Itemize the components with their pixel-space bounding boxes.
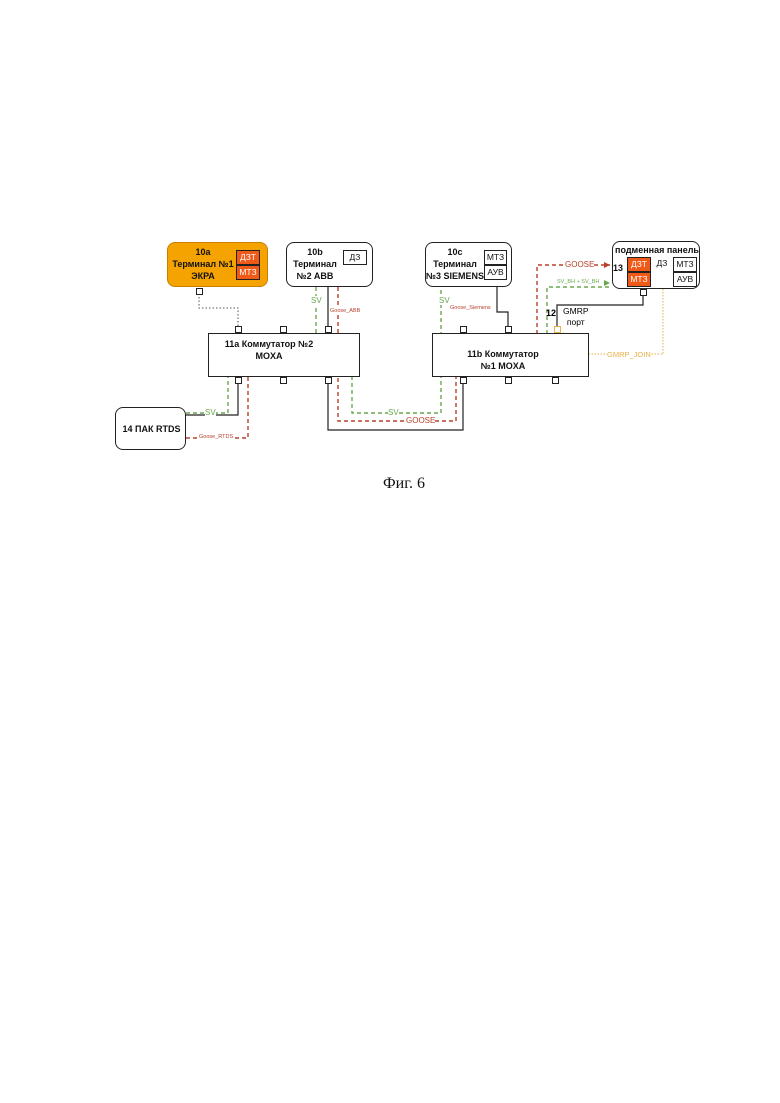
panel-cell-auv: АУВ bbox=[673, 272, 697, 287]
terminal-10a-func-dzt: ДЗТ bbox=[236, 250, 260, 265]
sv-label-trunk: SV bbox=[388, 408, 399, 417]
switch-11a-port-top-2 bbox=[280, 326, 287, 333]
switch-11b-port-bottom-2 bbox=[505, 377, 512, 384]
link-terminal-a-switch-a bbox=[199, 297, 238, 326]
figure-caption: Фиг. 6 bbox=[383, 475, 425, 493]
switch-11b-port-top-2 bbox=[505, 326, 512, 333]
terminal-10c[interactable]: 10c Терминал №3 SIEMENS МТЗ АУВ bbox=[425, 242, 512, 287]
switch-11b-line1: 11b Коммутатор bbox=[453, 348, 553, 360]
goose-label-panel: GOOSE bbox=[565, 260, 594, 269]
panel-cell-dz: ДЗ bbox=[651, 257, 673, 272]
link-terminal-c-switch-b bbox=[497, 287, 508, 326]
switch-11b-port-bottom-3 bbox=[552, 377, 559, 384]
terminal-10a-line1: Терминал №1 bbox=[172, 258, 234, 270]
terminal-10c-func-auv: АУВ bbox=[484, 265, 507, 280]
gmrp-join-label: GMRP_JOIN bbox=[607, 350, 651, 359]
terminal-10a[interactable]: 10a Терминал №1 ЭКРА ДЗТ МТЗ bbox=[167, 242, 268, 287]
panel-cell-empty bbox=[651, 272, 673, 287]
switch-11b[interactable]: 11b Коммутатор №1 MOXA bbox=[432, 333, 589, 377]
panel-port bbox=[640, 289, 647, 296]
sv-label-terminal-b: SV bbox=[311, 296, 322, 305]
sv-panel-label: SV_BH + SV_BH bbox=[557, 279, 599, 285]
terminal-10b-func-dz: ДЗ bbox=[343, 250, 367, 265]
terminal-10a-func-mtz: МТЗ bbox=[236, 265, 260, 280]
rtds-label: 14 ПАК RTDS bbox=[116, 423, 187, 435]
goose-abb-label: Goose_ABB bbox=[330, 308, 360, 314]
terminal-10c-line1: Терминал bbox=[424, 258, 486, 270]
switch-11a[interactable]: 11a Коммутатор №2 MOXA bbox=[208, 333, 360, 377]
switch-11b-port-bottom-1 bbox=[460, 377, 467, 384]
switch-11a-port-bottom-1 bbox=[235, 377, 242, 384]
sv-label-rtds: SV bbox=[205, 408, 216, 417]
terminal-10c-id: 10c bbox=[424, 246, 486, 258]
panel-title: подменная панель bbox=[613, 244, 701, 256]
goose-rtds-label: Goose_RTDS bbox=[199, 434, 233, 440]
switch-11a-port-bottom-3 bbox=[325, 377, 332, 384]
goose-label-trunk: GOOSE bbox=[406, 416, 435, 425]
terminal-10a-id: 10a bbox=[172, 246, 234, 258]
panel-cell-mtz: МТЗ bbox=[627, 272, 651, 287]
substitute-panel[interactable]: подменная панель 13 ДЗТ ДЗ МТЗ МТЗ АУВ bbox=[612, 241, 700, 289]
switch-11a-port-top-3 bbox=[325, 326, 332, 333]
gmrp-port-label: GMRP порт bbox=[563, 306, 589, 328]
switch-11a-line1: 11a Коммутатор №2 bbox=[209, 338, 329, 350]
terminal-10b-line2: №2 ABB bbox=[289, 270, 341, 282]
switch-11b-port-gmrp bbox=[554, 326, 561, 333]
switch-11b-line2: №1 MOXA bbox=[453, 360, 553, 372]
goose-line-rtds bbox=[186, 370, 338, 438]
link-switch-a-switch-b bbox=[328, 380, 463, 430]
switch-11b-port-top-1 bbox=[460, 326, 467, 333]
panel-cell-dzt: ДЗТ bbox=[627, 257, 651, 272]
terminal-10b-line1: Терминал bbox=[289, 258, 341, 270]
switch-11a-line2: MOXA bbox=[209, 350, 329, 362]
sv-label-terminal-c: SV bbox=[439, 296, 450, 305]
switch-11a-port-bottom-2 bbox=[280, 377, 287, 384]
terminal-10c-line2: №3 SIEMENS bbox=[424, 270, 486, 282]
terminal-10b-id: 10b bbox=[289, 246, 341, 258]
terminal-10b[interactable]: 10b Терминал №2 ABB ДЗ bbox=[286, 242, 373, 287]
gmrp-port-line2: порт bbox=[563, 317, 589, 328]
terminal-10a-line2: ЭКРА bbox=[172, 270, 234, 282]
gmrp-port-line1: GMRP bbox=[563, 306, 589, 317]
panel-cell-mtz-top: МТЗ bbox=[673, 257, 697, 272]
switch-11a-port-top-1 bbox=[235, 326, 242, 333]
terminal-10c-func-mtz: МТЗ bbox=[484, 250, 507, 265]
panel-number: 13 bbox=[611, 262, 625, 274]
terminal-10a-port bbox=[196, 288, 203, 295]
goose-siemens-label: Goose_Siemens bbox=[450, 305, 491, 311]
rtds-box[interactable]: 14 ПАК RTDS bbox=[115, 407, 186, 450]
gmrp-port-number: 12 bbox=[546, 308, 556, 318]
